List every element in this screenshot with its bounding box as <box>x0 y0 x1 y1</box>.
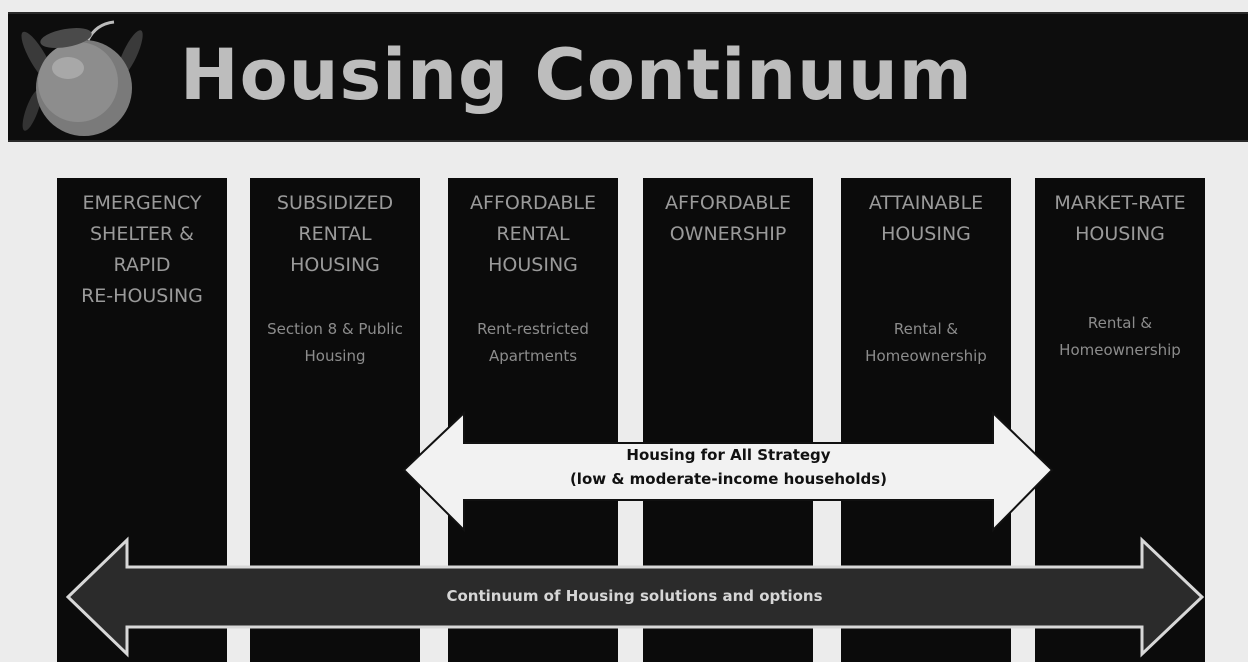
strategy-arrow-label: Housing for All Strategy (low & moderate… <box>569 446 888 488</box>
orange-fruit-icon <box>21 20 143 136</box>
column-heading: MARKET-RATE HOUSING <box>1054 192 1186 245</box>
column-subtitle: Section 8 & Public Housing <box>267 320 403 365</box>
column-subtitle: Rent-restricted Apartments <box>477 320 589 365</box>
header-banner: Housing Continuum <box>8 12 1248 142</box>
column-heading: EMERGENCY SHELTER & RAPID RE-HOUSING <box>81 192 203 307</box>
column-heading: SUBSIDIZED RENTAL HOUSING <box>276 192 394 276</box>
continuum-arrow <box>65 536 1205 658</box>
continuum-arrow-label: Continuum of Housing solutions and optio… <box>446 587 823 605</box>
column-heading: AFFORDABLE RENTAL HOUSING <box>470 192 596 276</box>
column-subtitle: Rental & Homeownership <box>1059 314 1181 359</box>
strategy-arrow <box>402 410 1054 533</box>
column-heading: AFFORDABLE OWNERSHIP <box>665 192 791 245</box>
page-title: Housing Continuum <box>180 34 973 116</box>
column-heading: ATTAINABLE HOUSING <box>868 192 984 245</box>
column-subtitle: Rental & Homeownership <box>865 320 987 365</box>
